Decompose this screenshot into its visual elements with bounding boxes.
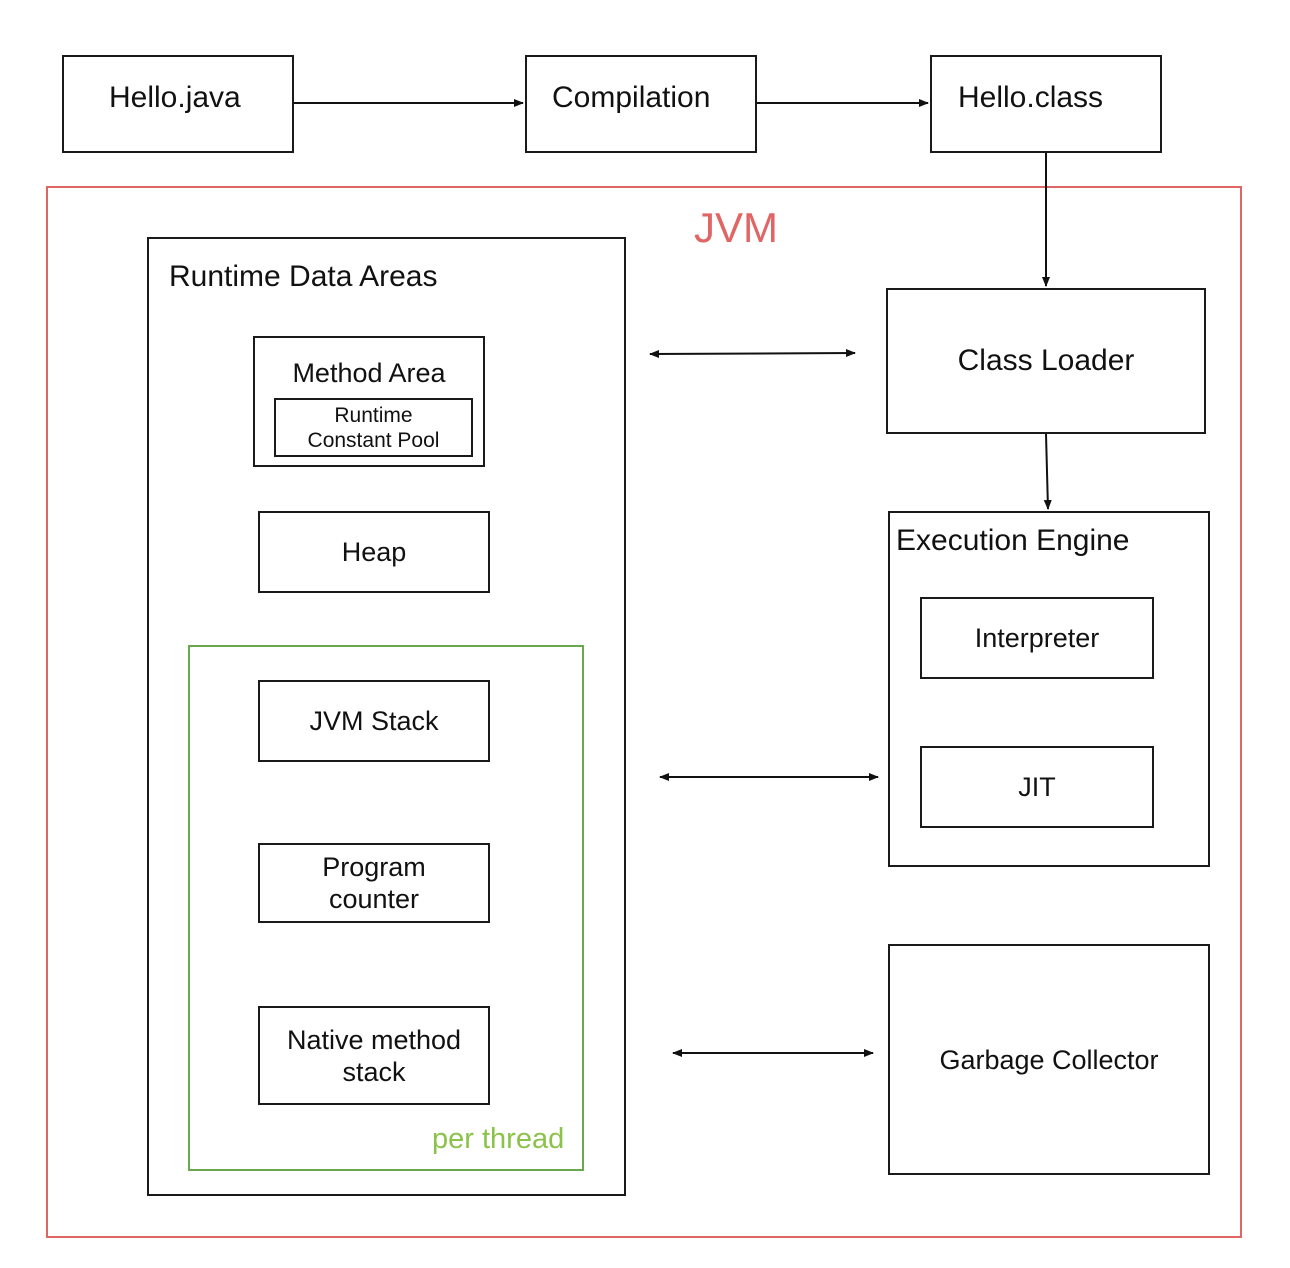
execution-engine-title: Execution Engine [896, 524, 1130, 557]
per-thread-frame [188, 645, 584, 1171]
hello-java-box: Hello.java [62, 55, 294, 153]
interpreter-label: Interpreter [974, 623, 1100, 653]
class-loader-box: Class Loader [886, 288, 1206, 434]
native-method-stack-line1: Native method [286, 1024, 462, 1055]
runtime-constant-pool-line2: Constant Pool [307, 428, 440, 452]
method-area-title: Method Area [292, 358, 446, 388]
runtime-constant-pool-box: Runtime Constant Pool [274, 398, 473, 457]
per-thread-label: per thread [432, 1123, 565, 1155]
runtime-data-areas-box [147, 237, 626, 1196]
heap-label: Heap [341, 537, 407, 567]
jvm-stack-box: JVM Stack [258, 680, 490, 762]
program-counter-line1: Program [322, 852, 426, 882]
jit-box: JIT [920, 746, 1154, 828]
jvm-title: JVM [694, 204, 778, 251]
garbage-collector-label: Garbage Collector [939, 1044, 1159, 1075]
method-area-box [253, 336, 485, 467]
class-loader-label: Class Loader [957, 344, 1135, 377]
heap-box: Heap [258, 511, 490, 593]
hello-java-label: Hello.java [109, 81, 241, 114]
compilation-box: Compilation [525, 55, 757, 153]
native-method-stack-line2: stack [342, 1056, 406, 1087]
runtime-constant-pool-line1: Runtime [334, 403, 413, 427]
jit-label: JIT [1018, 772, 1056, 802]
program-counter-line2: counter [328, 884, 420, 914]
garbage-collector-box: Garbage Collector [888, 944, 1210, 1175]
execution-engine-box [888, 511, 1210, 867]
hello-class-label: Hello.class [958, 81, 1104, 114]
jvm-frame [46, 186, 1242, 1238]
interpreter-box: Interpreter [920, 597, 1154, 679]
runtime-data-areas-title: Runtime Data Areas [169, 260, 438, 293]
native-method-stack-box: Native method stack [258, 1006, 490, 1105]
jvm-stack-label: JVM Stack [309, 706, 439, 736]
compilation-label: Compilation [552, 81, 711, 114]
hello-class-box: Hello.class [930, 55, 1162, 153]
program-counter-box: Program counter [258, 843, 490, 923]
